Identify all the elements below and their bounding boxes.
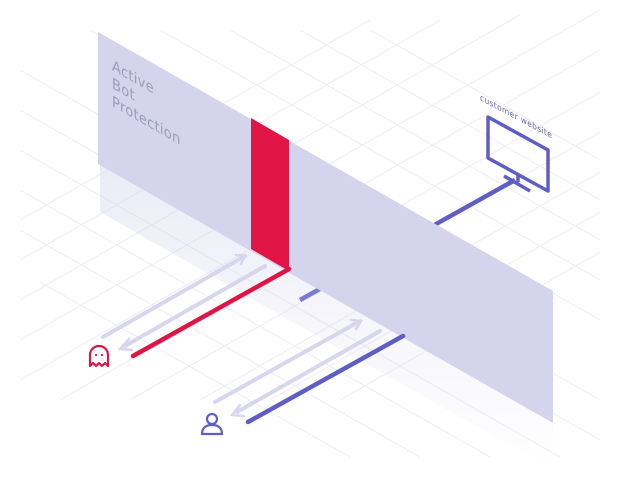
user-icon (200, 412, 224, 436)
bot-blocking-strip (251, 118, 289, 271)
bot-traffic-line (130, 266, 292, 359)
monitor-icon (486, 115, 550, 193)
bot-response-arrowhead (117, 337, 134, 352)
user-response-arrowhead (229, 403, 246, 418)
user-traffic-line (245, 333, 406, 425)
protection-wall (98, 32, 553, 423)
wall-reflection (100, 163, 553, 470)
ghost-icon (88, 344, 110, 368)
